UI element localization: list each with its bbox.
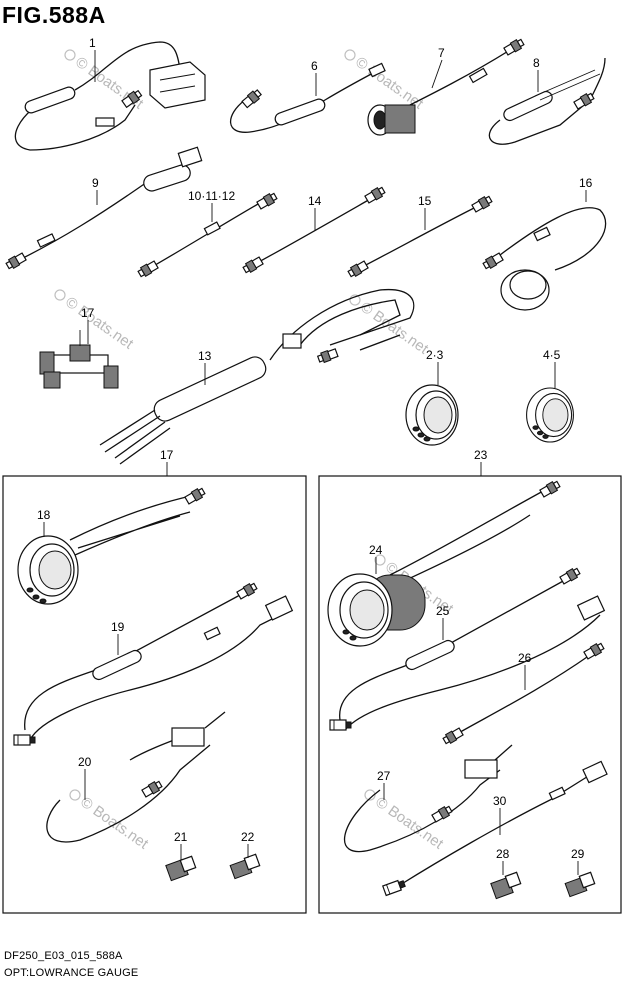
callout-25: 25 [436, 604, 450, 618]
watermarks: © Boats.net © Boats.net © Boats.net © Bo… [54, 49, 457, 853]
callout-7: 7 [438, 46, 445, 60]
part-24-gauge [327, 479, 562, 647]
callout-30: 30 [493, 794, 507, 808]
group-frame-23 [318, 475, 622, 914]
watermark-text: © Boats.net [352, 54, 427, 113]
part-9-cable [4, 146, 203, 271]
figure-title: FIG.588A [2, 2, 106, 28]
part-20-cable [46, 711, 226, 843]
callout-10-11-12: 10·11·12 [188, 189, 235, 203]
part-15-cable [346, 194, 494, 279]
callout-29: 29 [571, 847, 585, 861]
watermark-text: © Boats.net [77, 794, 152, 853]
callout-8: 8 [533, 56, 540, 70]
part-10-11-12-cable [136, 191, 279, 279]
part-30-cable [382, 760, 608, 897]
part-8-cable [488, 57, 606, 145]
callout-16: 16 [579, 176, 593, 190]
watermark-text: © Boats.net [372, 794, 447, 853]
callout-23-group: 23 [474, 448, 488, 462]
callout-21: 21 [174, 830, 188, 844]
callout-15: 15 [418, 194, 432, 208]
callout-24: 24 [369, 543, 383, 557]
callout-9: 9 [92, 176, 99, 190]
figure-code: DF250_E03_015_588A [4, 950, 123, 962]
group-frame-17 [2, 475, 307, 914]
callout-6: 6 [311, 59, 318, 73]
figure-caption: OPT:LOWRANCE GAUGE [4, 967, 139, 979]
callout-4-5: 4·5 [543, 348, 561, 362]
part-29-plug [564, 871, 596, 898]
callout-26: 26 [518, 651, 532, 665]
callout-22: 22 [241, 830, 255, 844]
watermark-text: © Boats.net [357, 299, 432, 358]
callout-20: 20 [78, 755, 92, 769]
callout-13: 13 [198, 349, 212, 363]
callout-27: 27 [377, 769, 391, 783]
part-19-harness [13, 581, 294, 746]
part-28-plug [490, 871, 522, 900]
callout-17-tee: 17 [81, 306, 95, 320]
part-26-cable [441, 641, 606, 746]
callout-14: 14 [308, 194, 322, 208]
part-16-sensor [481, 207, 607, 311]
part-6-cable [229, 62, 386, 133]
part-25-harness [329, 566, 606, 731]
callout-28: 28 [496, 847, 510, 861]
part-21-plug [165, 855, 197, 882]
callout-2-3: 2·3 [426, 348, 444, 362]
callout-17-group: 17 [160, 448, 174, 462]
part-13-harness [99, 288, 415, 465]
watermark-text: © Boats.net [62, 294, 137, 353]
part-17-tee [39, 330, 119, 389]
part-22-plug [229, 853, 261, 880]
part-7-thru-hull [367, 37, 526, 136]
callout-18: 18 [37, 508, 51, 522]
part-4-5-ring [526, 387, 574, 443]
part-27-cable [343, 744, 513, 853]
part-14-cable [241, 185, 387, 275]
part-2-3-ring [405, 384, 459, 446]
part-1-cable-bracket [14, 41, 206, 151]
watermark-text: © Boats.net [72, 54, 147, 113]
callout-1: 1 [89, 36, 96, 50]
callout-19: 19 [111, 620, 125, 634]
leader-lines [43, 50, 587, 875]
part-18-gauge [17, 486, 207, 605]
callouts: 1 6 7 8 9 10·11·12 14 15 16 17 13 2·3 4·… [37, 36, 593, 861]
